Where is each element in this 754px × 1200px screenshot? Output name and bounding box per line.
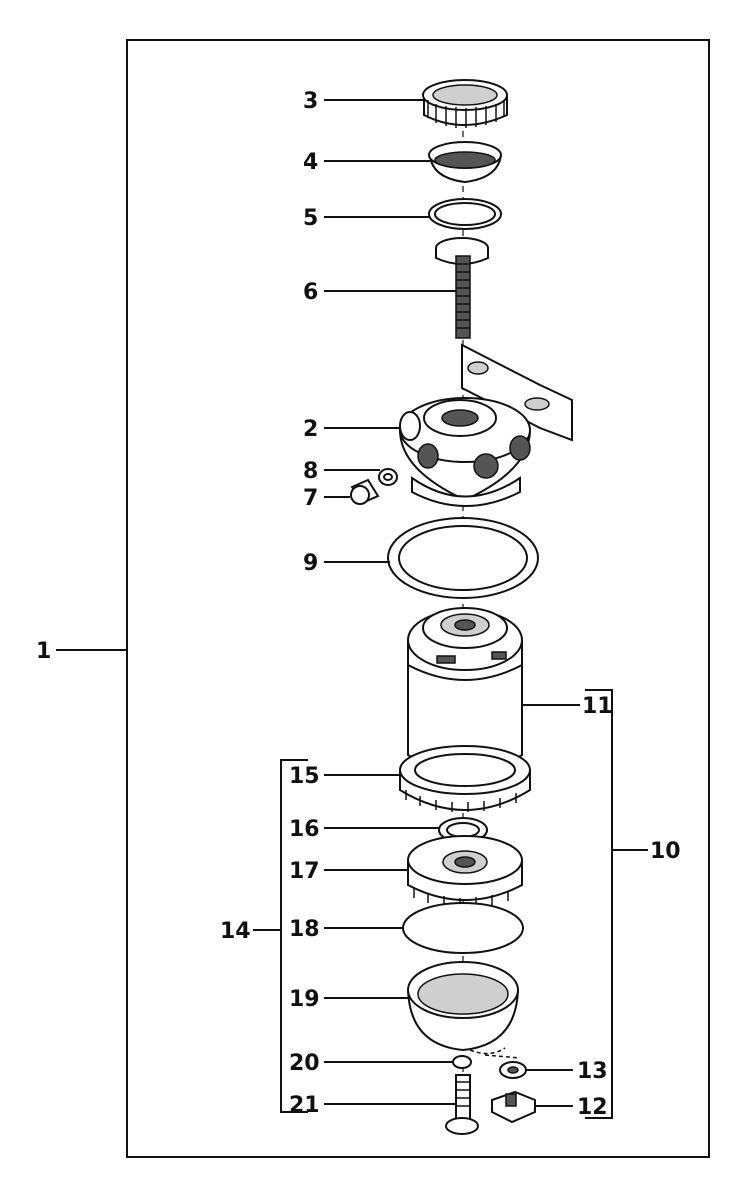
group-10-bracket: [585, 689, 613, 1119]
part-2-filter-head: [399, 343, 573, 507]
part-7-plug: [350, 478, 380, 505]
part-13-nut: [499, 1061, 527, 1079]
part-9-gasket: [387, 517, 539, 599]
leader-lines: [324, 99, 580, 1107]
label-18: 18: [289, 917, 320, 942]
label-21: 21: [289, 1093, 320, 1118]
label-8: 8: [303, 459, 318, 484]
part-6-threaded-rod: [455, 255, 471, 339]
label-15: 15: [289, 764, 320, 789]
part-4-cap: [428, 141, 502, 184]
part-18-o-ring: [402, 902, 524, 954]
part-19-bowl: [407, 961, 521, 1059]
group-14-bracket: [280, 759, 308, 1113]
label-20: 20: [289, 1051, 320, 1076]
label-19: 19: [289, 987, 320, 1012]
part-5-seal: [428, 198, 502, 265]
label-12: 12: [577, 1095, 608, 1120]
label-2: 2: [303, 417, 318, 442]
part-21-drain-screw: [445, 1074, 479, 1135]
label-13: 13: [577, 1059, 608, 1084]
label-11: 11: [582, 694, 613, 719]
part-3-knurled-ring: [422, 79, 508, 128]
label-10: 10: [650, 839, 681, 864]
label-1: 1: [36, 639, 51, 664]
assembly-frame: [126, 39, 710, 1158]
part-11-filter-element: [407, 607, 523, 774]
label-6: 6: [303, 280, 318, 305]
part-12-sensor: [491, 1090, 536, 1124]
label-7: 7: [303, 486, 318, 511]
part-17-bowl-ring: [407, 835, 523, 908]
part-15-ring: [399, 745, 531, 812]
label-16: 16: [289, 817, 320, 842]
part-8-washer: [378, 468, 398, 486]
label-9: 9: [303, 551, 318, 576]
label-3: 3: [303, 89, 318, 114]
label-5: 5: [303, 206, 318, 231]
part-20-washer: [452, 1055, 472, 1069]
label-14: 14: [220, 919, 251, 944]
label-17: 17: [289, 859, 320, 884]
label-4: 4: [303, 150, 318, 175]
